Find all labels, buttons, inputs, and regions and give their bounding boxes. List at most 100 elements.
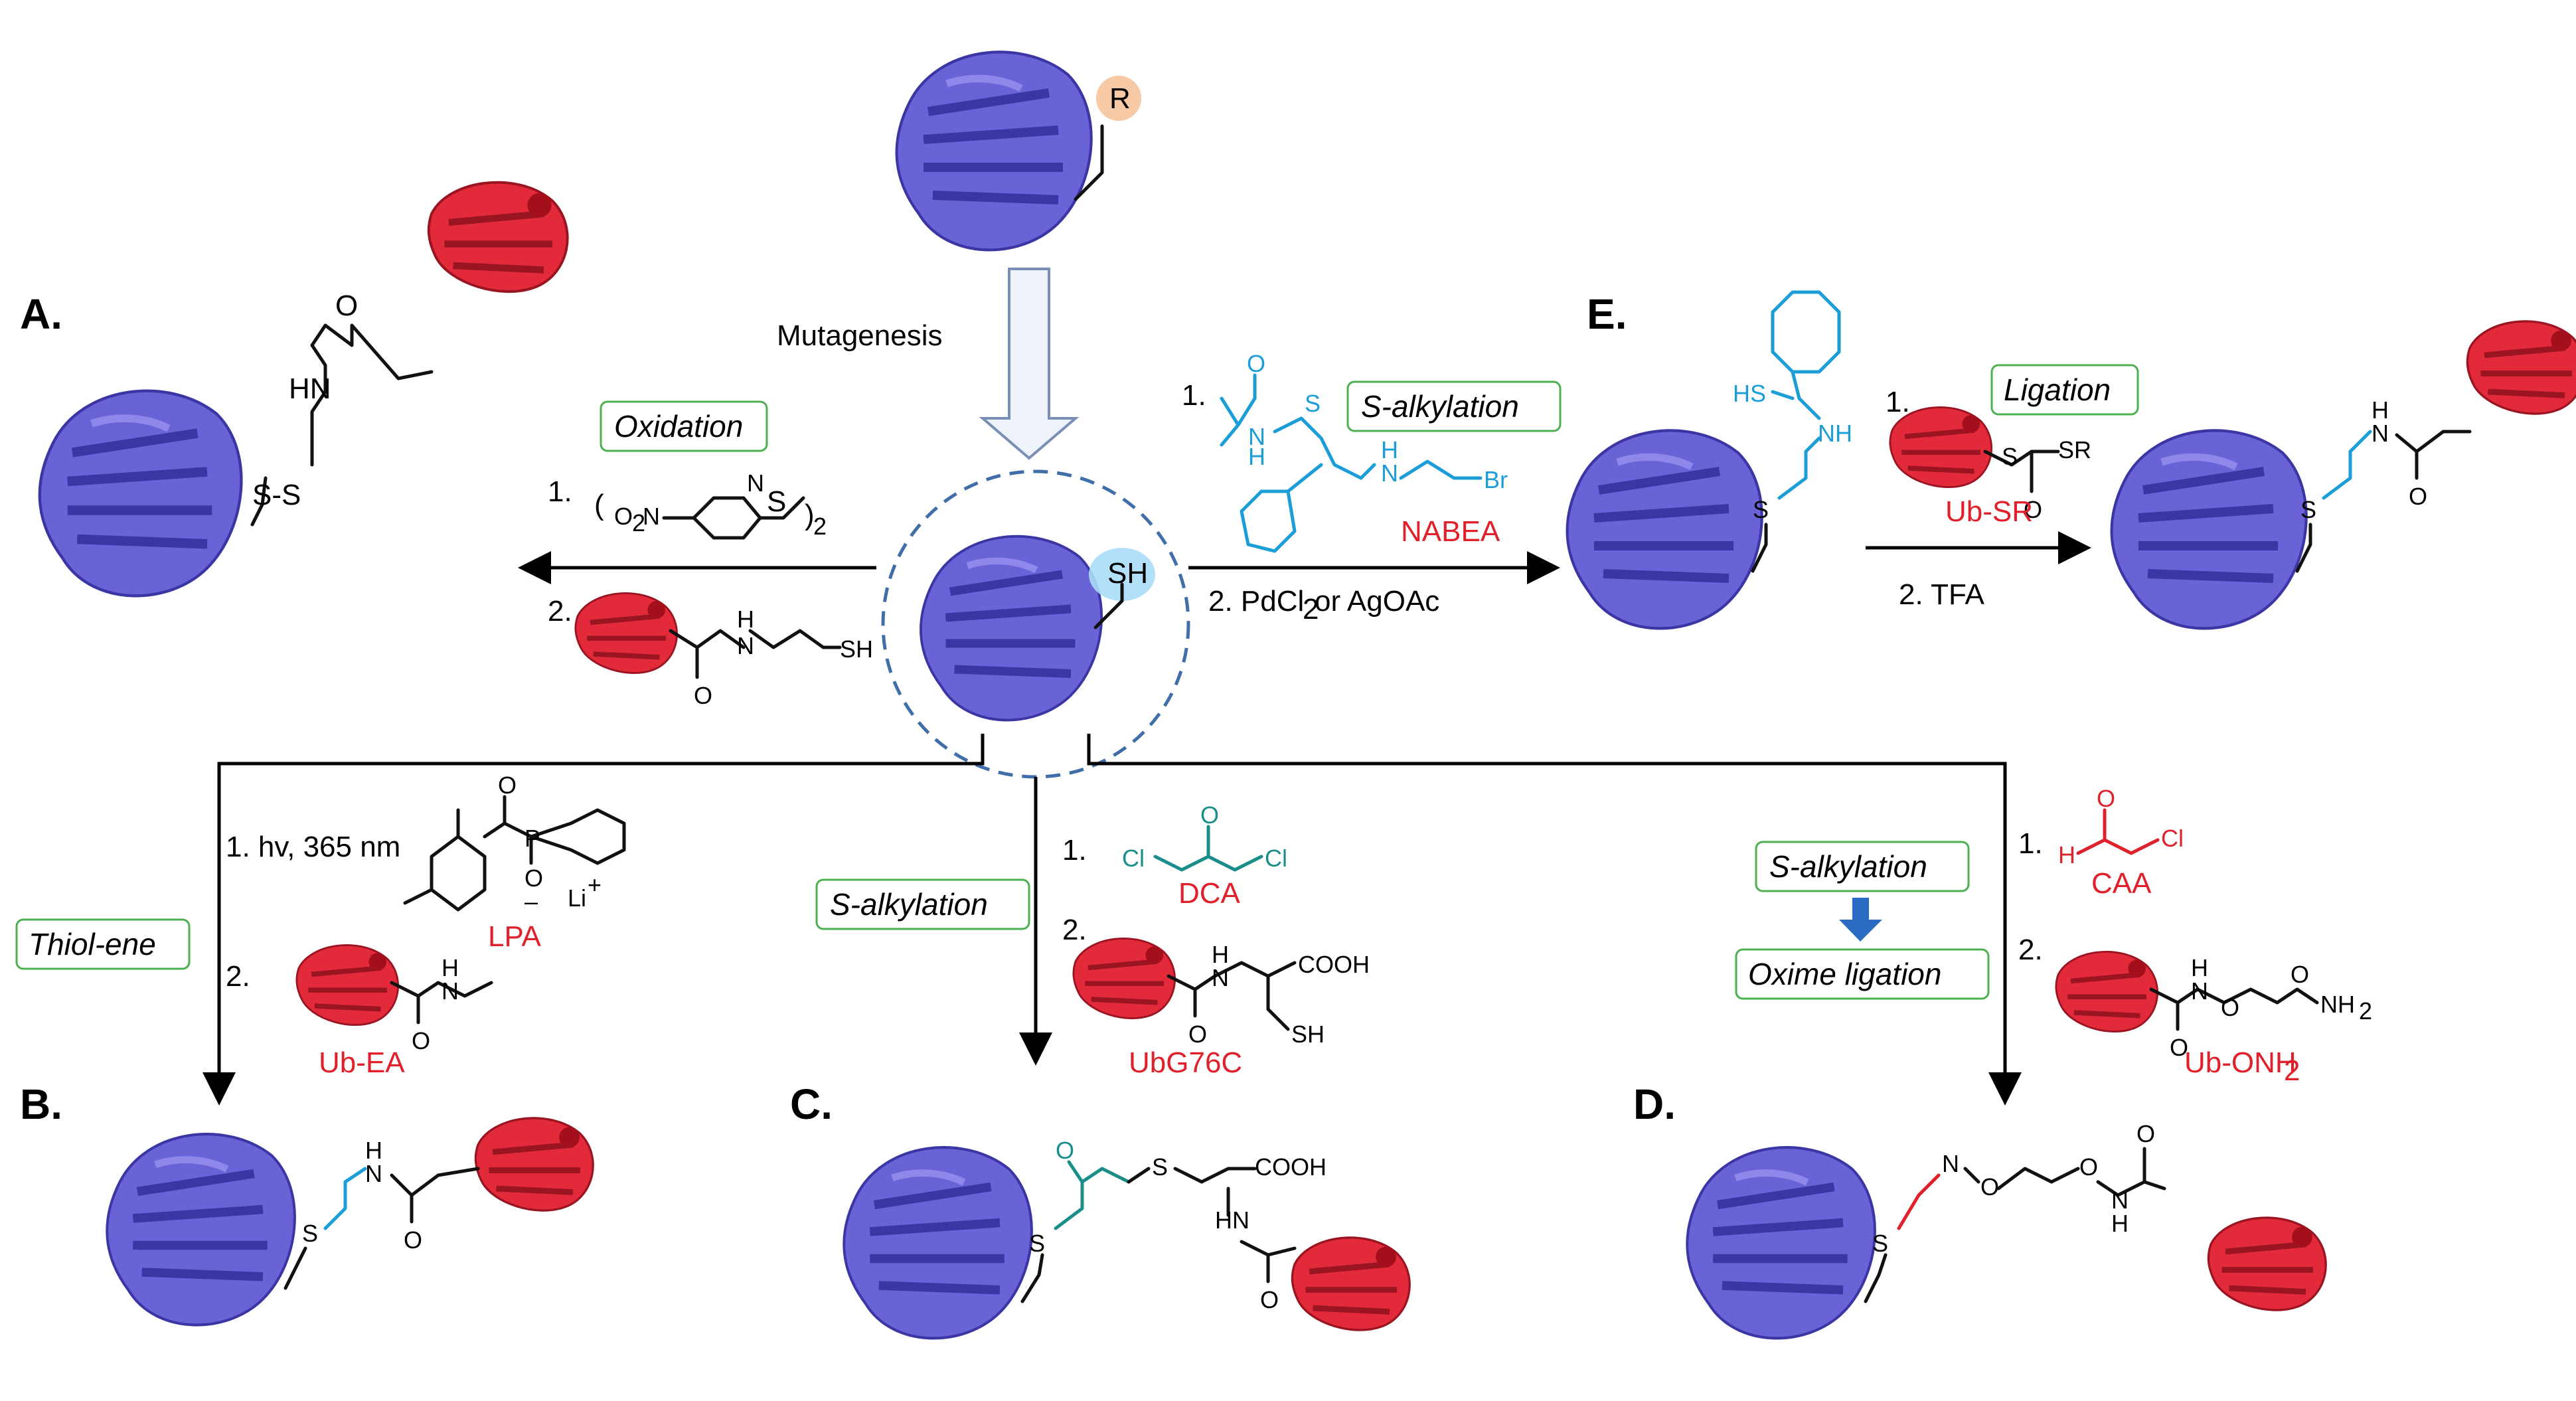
svg-text:H: H: [737, 606, 754, 633]
svg-text:O: O: [1980, 1173, 1999, 1200]
svg-text:N: N: [365, 1160, 382, 1187]
svg-text:N: N: [2191, 977, 2208, 1005]
product-e: S H N O: [2111, 321, 2576, 628]
svg-text:H: H: [365, 1137, 382, 1164]
svg-text:–: –: [524, 888, 538, 915]
svg-text:N: N: [1942, 1150, 1959, 1177]
svg-text:1. hv, 365 nm: 1. hv, 365 nm: [226, 831, 400, 863]
svg-text:HN: HN: [1215, 1206, 1249, 1234]
mutagenesis-label: Mutagenesis: [777, 319, 942, 352]
svg-text:1.: 1.: [2018, 827, 2043, 860]
svg-text:H: H: [2111, 1210, 2129, 1237]
svg-text:P: P: [524, 825, 540, 852]
svg-text:N: N: [1212, 964, 1229, 991]
thiol-ene-reagents: 1. hv, 365 nm O P O – Li + LPA 2. O H N …: [226, 772, 626, 1079]
svg-text:2.: 2.: [1062, 914, 1087, 946]
svg-text:2. TFA: 2. TFA: [1899, 578, 1984, 611]
svg-text:H: H: [2372, 396, 2389, 424]
arrow-to-D: [1087, 734, 2022, 1106]
pdcl2-step: 2. PdCl 2 or AgOAc: [1208, 585, 1439, 625]
box-s-alkylation-right: S-alkylation: [1755, 841, 1970, 892]
svg-text:SH: SH: [1291, 1021, 1325, 1048]
svg-text:O: O: [335, 289, 358, 322]
panel-label-d: D.: [1633, 1080, 1676, 1128]
panel-label-c: C.: [790, 1080, 833, 1128]
svg-text:S: S: [1872, 1230, 1888, 1257]
svg-text:S: S: [1305, 390, 1321, 417]
svg-text:1.: 1.: [1886, 386, 1910, 418]
svg-text:NABEA: NABEA: [1401, 515, 1500, 548]
svg-text:N: N: [747, 469, 764, 497]
svg-text:1.: 1.: [1182, 379, 1206, 412]
svg-text:2: 2: [813, 513, 827, 540]
svg-text:Ligation: Ligation: [2004, 372, 2111, 407]
svg-text:O: O: [2097, 785, 2115, 812]
svg-text:Ub-ONH: Ub-ONH: [2184, 1046, 2296, 1079]
svg-text:SR: SR: [2058, 436, 2091, 463]
svg-text:N: N: [643, 503, 660, 530]
svg-text:O: O: [2136, 1120, 2155, 1147]
ligation-reagents: 1. SR O S Ub-SR 2. TFA: [1886, 386, 2091, 611]
product-c: S O S COOH HN O: [844, 1137, 1409, 1338]
svg-text:S-alkylation: S-alkylation: [1769, 849, 1927, 884]
svg-text:2.: 2.: [548, 595, 572, 627]
svg-text:N: N: [1248, 423, 1265, 450]
svg-text:H: H: [2191, 954, 2208, 981]
svg-text:O: O: [1188, 1021, 1207, 1048]
svg-text:O: O: [2291, 961, 2309, 988]
intermediate-e: S NH HS: [1567, 290, 1852, 628]
svg-text:H: H: [1381, 436, 1398, 463]
dca-reagents: 1. Cl O Cl DCA 2. O H N COOH SH UbG76C: [1062, 801, 1370, 1079]
svg-text:): ): [805, 499, 815, 531]
svg-text:COOH: COOH: [1298, 951, 1370, 978]
svg-text:O: O: [1200, 801, 1219, 829]
svg-text:Br: Br: [1484, 466, 1508, 493]
svg-text:2: 2: [2284, 1054, 2300, 1087]
svg-text:NH: NH: [2320, 991, 2355, 1018]
svg-text:H: H: [1212, 941, 1229, 968]
svg-text:Cl: Cl: [2161, 825, 2184, 852]
svg-text:S: S: [2300, 496, 2316, 523]
svg-text:2: 2: [2359, 997, 2372, 1025]
svg-text:N: N: [2372, 420, 2389, 447]
svg-text:Thiol-ene: Thiol-ene: [29, 927, 156, 961]
svg-text:1.: 1.: [548, 475, 572, 508]
box-down-arrow: [1839, 898, 1882, 942]
panel-label-e: E.: [1587, 290, 1627, 338]
svg-text:H: H: [442, 954, 459, 981]
svg-text:S-S: S-S: [252, 479, 301, 511]
svg-text:S-alkylation: S-alkylation: [1361, 389, 1519, 424]
svg-text:S: S: [1753, 496, 1769, 523]
svg-text:N: N: [1381, 459, 1398, 487]
svg-text:Cl: Cl: [1265, 845, 1287, 872]
box-oxidation: Oxidation: [600, 400, 768, 452]
svg-text:Li: Li: [568, 884, 586, 912]
svg-text:DCA: DCA: [1178, 877, 1241, 910]
svg-text:O: O: [524, 865, 543, 892]
panel-label-a: A.: [20, 290, 62, 338]
svg-text:S: S: [302, 1220, 318, 1247]
product-d: S N O O O N H: [1687, 1120, 2326, 1338]
caa-reagents: 1. H O Cl CAA 2. O H N O O NH 2 Ub-ONH 2: [2018, 785, 2372, 1087]
svg-text:+: +: [588, 871, 602, 898]
svg-text:CAA: CAA: [2091, 867, 2152, 900]
svg-text:2.: 2.: [226, 960, 250, 993]
svg-text:N: N: [737, 632, 754, 659]
svg-text:N: N: [2111, 1187, 2129, 1214]
box-oxime-ligation: Oxime ligation: [1735, 948, 1990, 1000]
svg-text:or AgOAc: or AgOAc: [1315, 585, 1439, 618]
svg-text:Oxidation: Oxidation: [614, 409, 743, 444]
nabea-reagent: 1. O H N S H N Br NABEA: [1182, 350, 1508, 553]
product-a: S-S HN O: [40, 183, 568, 596]
svg-text:HN: HN: [289, 372, 331, 405]
product-b: S H N O: [107, 1118, 593, 1325]
svg-text:O: O: [2079, 1153, 2098, 1181]
svg-text:S-alkylation: S-alkylation: [830, 887, 988, 922]
svg-text:O: O: [1056, 1137, 1074, 1164]
box-s-alkylation-mid: S-alkylation: [815, 878, 1030, 930]
svg-text:2: 2: [632, 509, 645, 536]
svg-text:LPA: LPA: [488, 920, 542, 953]
svg-text:O: O: [498, 772, 517, 799]
svg-text:O: O: [614, 503, 633, 530]
svg-text:Ub-EA: Ub-EA: [319, 1046, 405, 1079]
